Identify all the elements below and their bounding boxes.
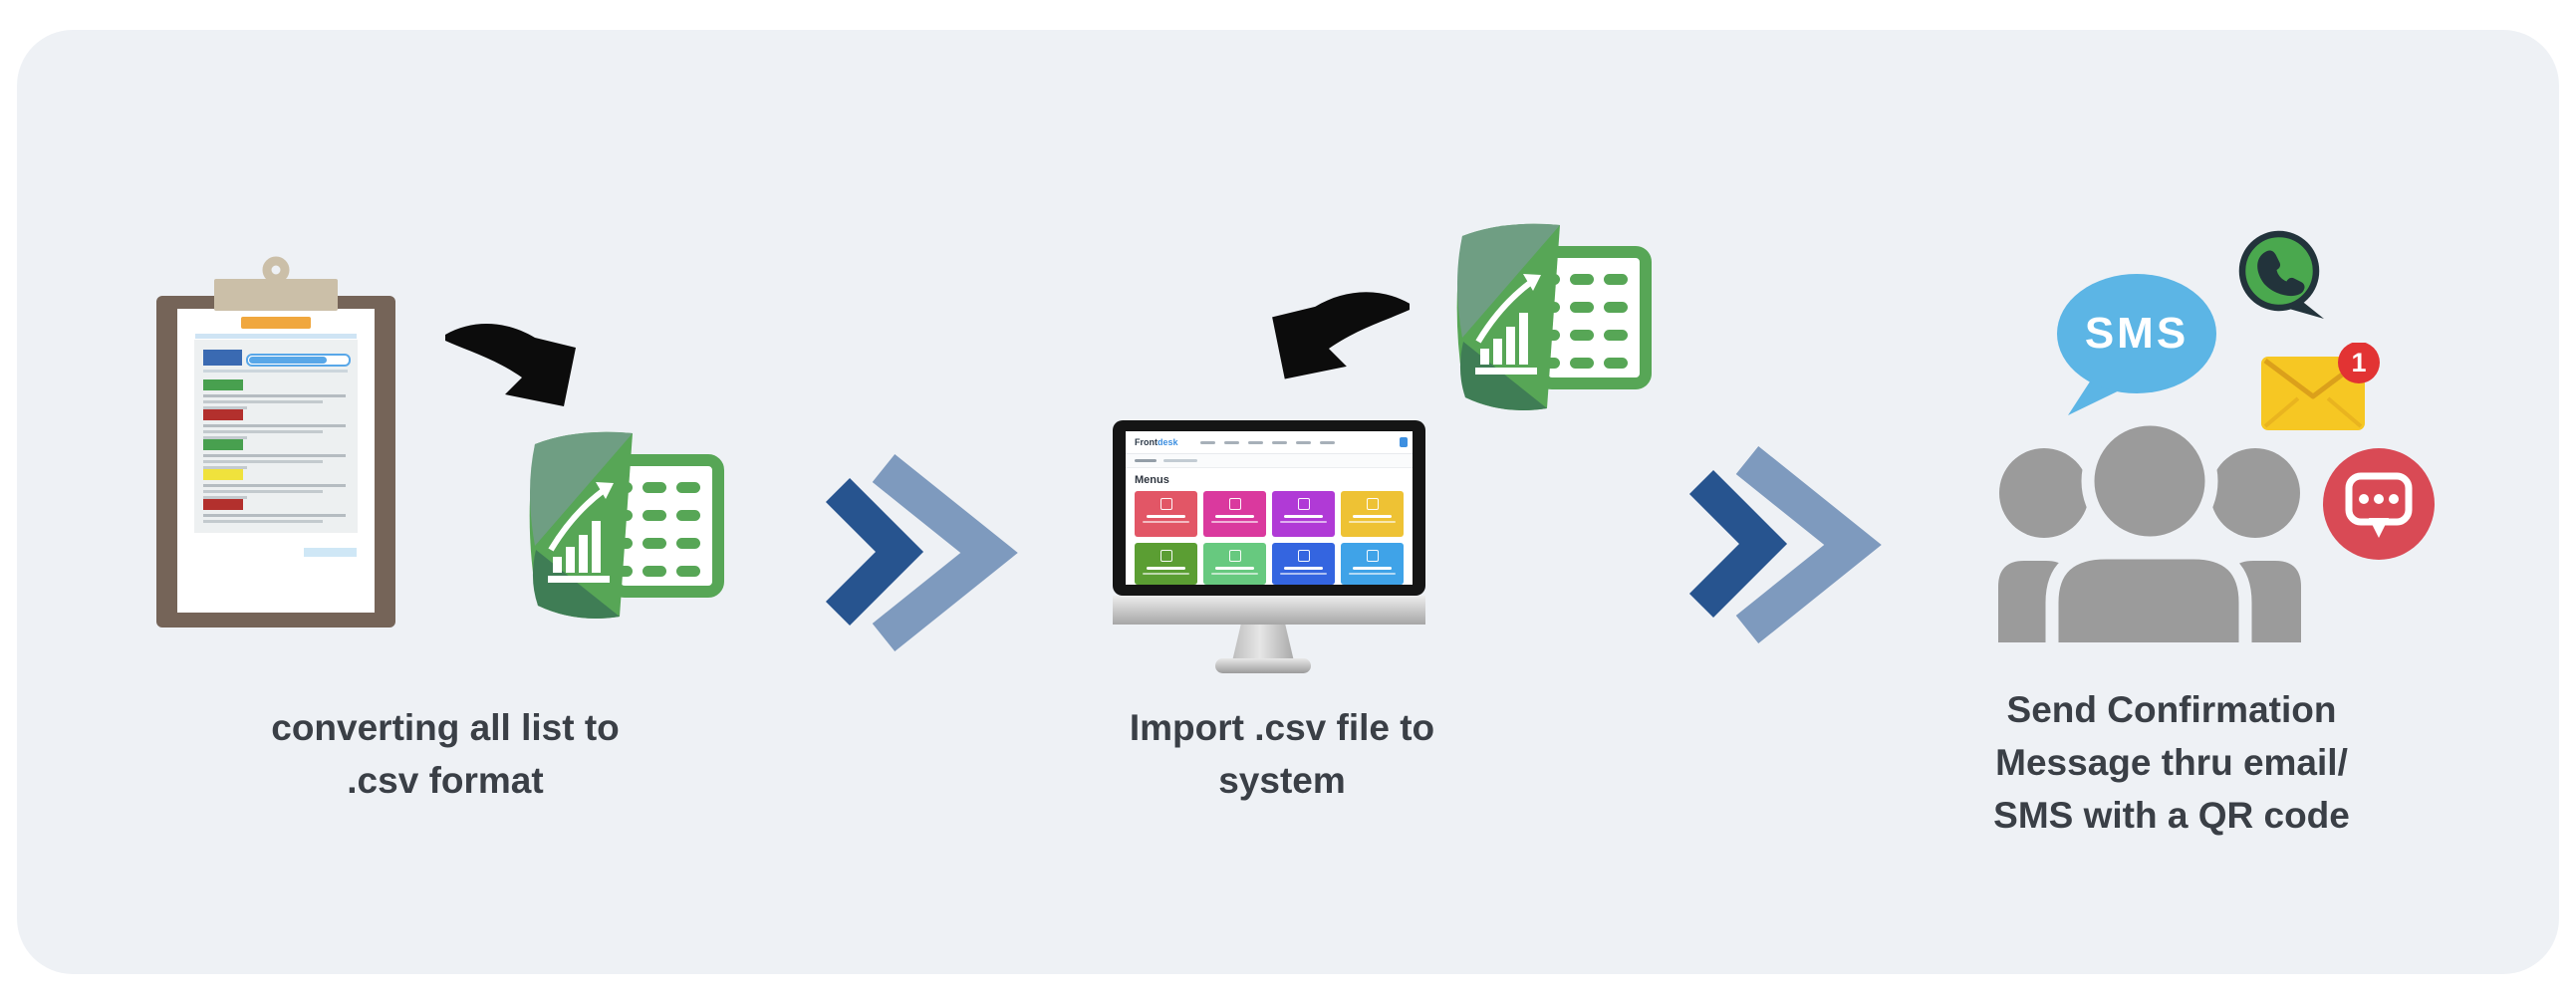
step-caption-2: Import .csv file to system [1129,707,1435,801]
people-group-icon [1998,412,2301,642]
chat-bubble-icon [2323,448,2435,560]
dashboard-nav [1191,440,1335,444]
frontdesk-logo: Frontdesk [1135,437,1178,447]
monitor-base [1215,658,1311,673]
dashboard-breadcrumb [1126,454,1413,468]
sms-bubble-icon: SMS [2057,274,2216,415]
dashboard-tile [1272,491,1335,537]
excel-csv-icon [521,430,726,621]
sms-label: SMS [2085,309,2189,358]
clipboard-icon [156,256,395,628]
dashboard-tile [1272,543,1335,585]
phone-handset-glyph [2257,250,2305,297]
monitor-chin [1113,596,1425,625]
monitor-stand [1232,625,1294,661]
paper-progress-bar [249,357,327,364]
dashboard-header-button [1400,437,1408,447]
dashboard-tile [1203,543,1266,585]
dashboard-tile-grid [1126,491,1413,585]
notification-badge [2338,343,2380,383]
dashboard-tile [1341,491,1404,537]
infographic-panel: converting all list to .csv format [17,30,2559,974]
dashboard-tile [1341,543,1404,585]
dashboard-tile [1135,491,1197,537]
dashboard-tile [1135,543,1197,585]
whatsapp-icon [2238,230,2324,319]
email-icon: 1 [2261,343,2380,430]
step-caption-1: converting all list to .csv format [271,707,620,801]
double-chevron-icon [1683,432,1883,663]
excel-csv-icon [1448,222,1654,412]
double-chevron-icon [820,440,1019,671]
notification-badge-count: 1 [2351,348,2366,377]
step-caption-3: Send Confirmation Message thru email/ SM… [1993,689,2350,836]
dashboard-screen: Frontdesk Menus [1126,431,1413,585]
curved-arrow-icon [445,324,576,406]
menus-heading: Menus [1135,474,1169,486]
paper-list-rows [203,379,346,523]
clipboard-ring [262,256,290,284]
monitor-icon: Frontdesk Menus [1105,416,1433,683]
paper-title-bar [241,317,311,329]
curved-arrow-icon [1272,292,1411,379]
dashboard-header: Frontdesk [1126,431,1413,454]
dashboard-tile [1203,491,1266,537]
